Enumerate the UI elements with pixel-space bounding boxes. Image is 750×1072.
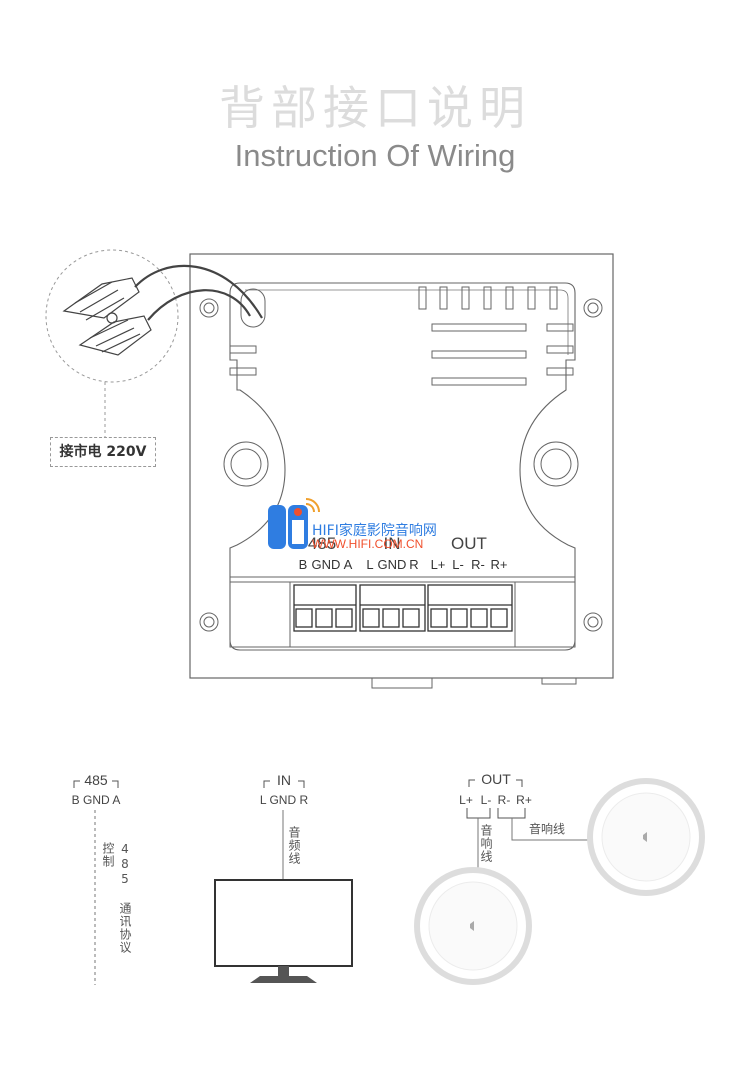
bracket-right-pair <box>497 808 526 819</box>
group-in-label: IN <box>277 772 291 788</box>
terminal-label: R+ <box>491 557 508 572</box>
mains-220v-label: 接市电 220V <box>50 437 156 467</box>
terminal-label: L- <box>452 557 464 572</box>
panel-group-out: OUT <box>451 534 487 553</box>
monitor-icon <box>214 879 353 967</box>
pins-485-label: B GND A <box>72 793 121 807</box>
pin-out-label: R- <box>498 793 511 807</box>
terminal-label: R <box>409 557 418 572</box>
mains-wire <box>147 289 251 321</box>
terminal-label: A <box>344 557 353 572</box>
note-speaker-cable-left: 音响线 <box>479 824 493 863</box>
pin-out-label: R+ <box>516 793 532 807</box>
terminal-label: B <box>299 557 308 572</box>
side-tabs <box>229 323 574 376</box>
bracket-in <box>263 780 270 788</box>
housing-inner-edge <box>245 289 569 355</box>
mains-wire <box>134 264 263 319</box>
wire-entry <box>240 288 266 328</box>
panel-group-in: IN <box>384 534 401 553</box>
bracket-485 <box>73 780 80 788</box>
panel-group-485: 485 <box>308 534 336 553</box>
note-audio-cable: 音频线 <box>287 826 301 865</box>
pin-out-label: L+ <box>459 793 473 807</box>
back-plate <box>189 253 614 679</box>
terminal-label: R- <box>471 557 485 572</box>
watermark-brand: HIFI家庭影院音响网 <box>312 523 437 539</box>
bracket-out <box>468 779 475 787</box>
group-485-label: 485 <box>84 772 108 788</box>
pins-in-label: L GND R <box>260 793 309 807</box>
vent-slots <box>431 323 527 386</box>
terminal-label: GND <box>378 557 407 572</box>
note-485: 485 通讯协议控制 <box>101 842 132 954</box>
pin-out-label: L- <box>481 793 492 807</box>
monitor-stand <box>278 966 289 978</box>
top-vents <box>418 286 558 310</box>
group-out-label: OUT <box>481 771 511 787</box>
mains-plug-icon <box>62 277 152 356</box>
bracket-left-pair <box>466 808 491 819</box>
bottom-clip <box>371 677 433 689</box>
terminal-label: GND <box>312 557 341 572</box>
mount-holes <box>223 441 579 487</box>
terminal-blocks <box>293 584 513 632</box>
watermark-logo-icon <box>268 498 320 549</box>
right-speaker-icon <box>587 778 705 896</box>
terminal-label: L <box>366 557 373 572</box>
note-speaker-cable-right: 音响线 <box>529 822 566 836</box>
terminal-label: L+ <box>431 557 446 572</box>
housing-outline <box>229 282 576 651</box>
left-speaker-icon <box>414 867 532 985</box>
page-title-en: Instruction Of Wiring <box>234 138 516 173</box>
screw-holes <box>199 298 603 632</box>
page-title-cn: 背部接口说明 <box>219 81 531 135</box>
terminal-rail <box>229 576 576 648</box>
watermark-url: WWW.HIFI.COM.CN <box>312 537 424 551</box>
leader-right-speaker <box>511 818 590 841</box>
bottom-clip <box>541 677 577 685</box>
mains-callout-circle <box>45 249 179 383</box>
